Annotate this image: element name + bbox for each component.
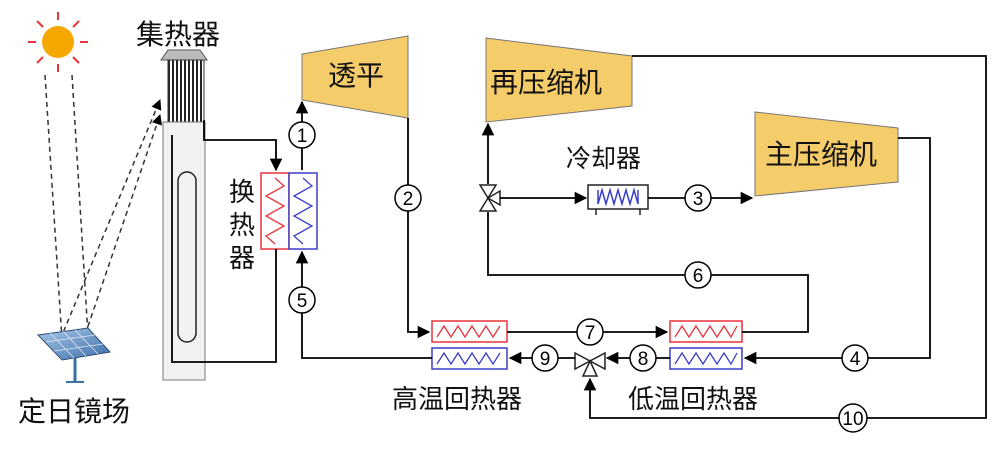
htr-label: 高温回热器	[392, 385, 522, 415]
state-point-3: 3	[684, 184, 712, 212]
solar-receiver	[160, 49, 208, 123]
svg-text:8: 8	[638, 349, 649, 370]
hx-label-char3: 器	[229, 244, 255, 274]
recompressor-label: 再压缩机	[490, 66, 602, 99]
sun-icon	[28, 12, 88, 72]
turbine-label: 透平	[328, 59, 384, 92]
heliostat-label: 定日镜场	[18, 395, 130, 428]
recompressor: 再压缩机	[485, 37, 633, 123]
state-point-2: 2	[394, 184, 422, 212]
state-point-1: 1	[288, 121, 316, 149]
svg-text:6: 6	[693, 266, 704, 287]
svg-text:1: 1	[297, 126, 308, 147]
state-point-10: 10	[838, 403, 868, 433]
svg-text:5: 5	[297, 291, 308, 312]
svg-text:2: 2	[403, 189, 414, 210]
svg-text:10: 10	[842, 409, 863, 430]
svg-text:9: 9	[540, 349, 551, 370]
solar-heat-exchanger	[260, 172, 318, 250]
svg-text:3: 3	[693, 189, 704, 210]
reflected-rays	[59, 99, 162, 341]
low-temp-recuperator	[669, 320, 743, 370]
state-point-7: 7	[576, 318, 604, 346]
tower-body	[162, 121, 206, 381]
sun-rays	[44, 74, 89, 341]
svg-text:7: 7	[585, 323, 596, 344]
state-point-9: 9	[531, 344, 559, 372]
state-point-6: 6	[684, 261, 712, 289]
ltr-label: 低温回热器	[628, 385, 758, 415]
cooler	[587, 184, 649, 215]
svg-text:4: 4	[850, 349, 861, 370]
turbine: 透平	[301, 35, 409, 119]
state-point-5: 5	[288, 286, 316, 314]
collector-label: 集热器	[136, 18, 220, 51]
heliostat-icon	[36, 327, 111, 383]
main-compressor-label: 主压缩机	[765, 138, 877, 171]
splitter-valve	[478, 184, 501, 212]
high-temp-recuperator	[431, 320, 508, 370]
cooler-label: 冷却器	[566, 144, 641, 173]
mixer-valve	[574, 351, 606, 377]
hx-label-char1: 换	[229, 178, 255, 208]
state-point-4: 4	[841, 344, 869, 372]
main-compressor: 主压缩机	[754, 111, 899, 197]
state-point-8: 8	[629, 344, 657, 372]
hx-label-char2: 热	[229, 211, 255, 241]
